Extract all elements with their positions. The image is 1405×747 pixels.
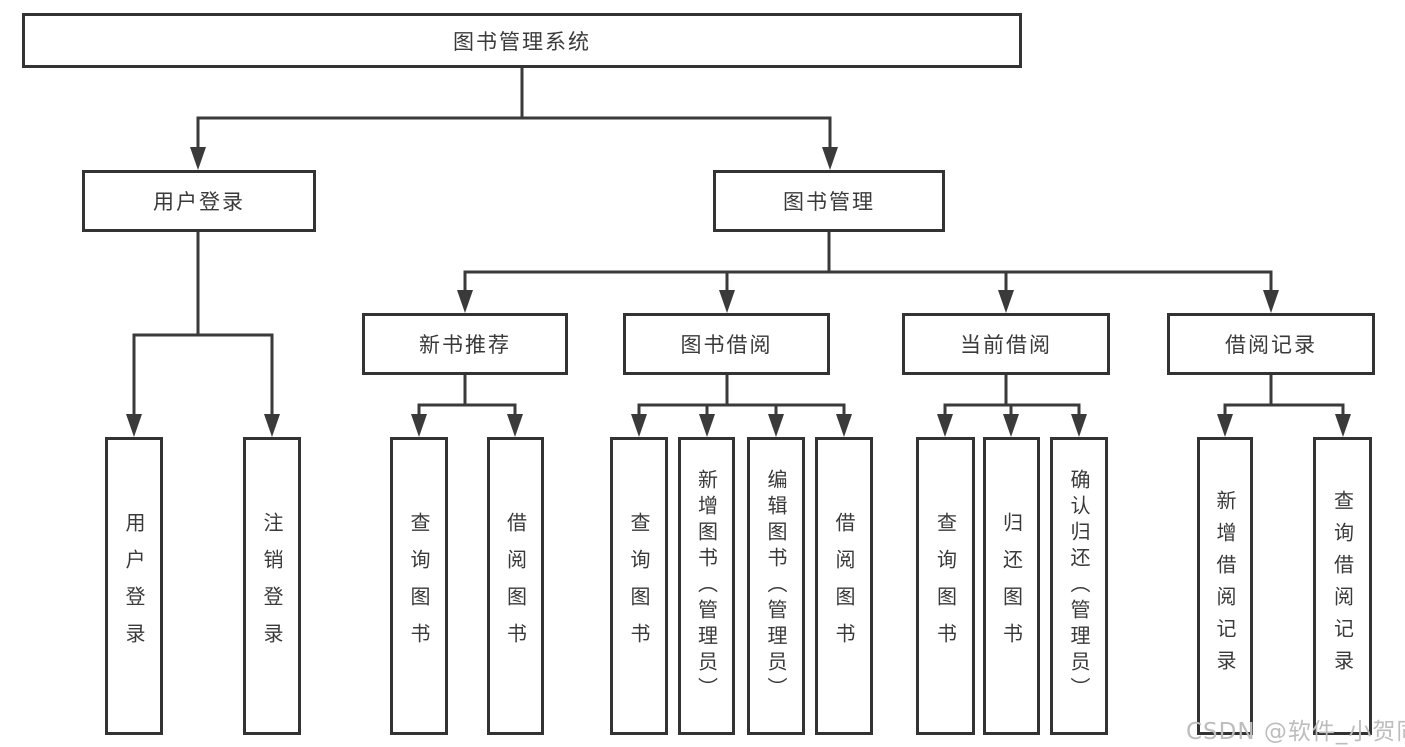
- leaf-query-book-current: 查询图书: [916, 437, 975, 735]
- leaf-borrow-book-label: 借阅图书: [832, 512, 856, 660]
- connector-borrowrecord-to-leaves: [1217, 375, 1351, 437]
- leaf-add-book-admin-label: 新增图书（管理员）: [694, 469, 719, 703]
- node-new-book-recommend-label: 新书推荐: [419, 333, 511, 357]
- leaf-query-book-current-label: 查询图书: [933, 512, 958, 660]
- leaf-user-login: 用户登录: [105, 437, 163, 735]
- leaf-query-book-recommend: 查询图书: [390, 437, 448, 735]
- leaf-borrow-book: 借阅图书: [815, 437, 873, 735]
- node-book-management: 图书管理: [713, 170, 945, 232]
- leaf-query-borrow-record: 查询借阅记录: [1313, 437, 1372, 735]
- connector-currentborrow-to-leaves: [937, 375, 1087, 437]
- leaf-borrow-book-recommend: 借阅图书: [487, 437, 544, 735]
- leaf-confirm-return-admin: 确认归还（管理员）: [1050, 437, 1108, 735]
- node-borrow-record: 借阅记录: [1167, 313, 1375, 375]
- leaf-logout: 注销登录: [243, 437, 301, 735]
- leaf-return-book: 归还图书: [983, 437, 1040, 735]
- connector-newbookrec-to-leaves: [411, 375, 523, 437]
- node-book-borrow-label: 图书借阅: [680, 333, 773, 357]
- connector-userlogin-to-leaves: [126, 232, 280, 437]
- leaf-edit-book-admin-label: 编辑图书（管理员）: [764, 469, 788, 703]
- node-book-management-label: 图书管理: [783, 190, 875, 214]
- connector-bookborrow-to-leaves: [631, 375, 852, 437]
- node-current-borrow: 当前借阅: [902, 313, 1110, 375]
- leaf-return-book-label: 归还图书: [999, 512, 1024, 660]
- node-root-label: 图书管理系统: [453, 29, 591, 54]
- connector-root-to-level2: [190, 68, 838, 170]
- leaf-user-login-label: 用户登录: [122, 512, 146, 660]
- node-borrow-record-label: 借阅记录: [1225, 333, 1317, 357]
- leaf-query-book-borrow: 查询图书: [610, 437, 668, 735]
- node-root: 图书管理系统: [22, 13, 1022, 68]
- leaf-edit-book-admin: 编辑图书（管理员）: [747, 437, 805, 735]
- leaf-add-borrow-record: 新增借阅记录: [1197, 437, 1253, 735]
- leaf-logout-label: 注销登录: [260, 512, 284, 660]
- leaf-query-borrow-record-label: 查询借阅记录: [1330, 490, 1355, 682]
- node-new-book-recommend: 新书推荐: [362, 313, 568, 375]
- leaf-query-book-recommend-label: 查询图书: [407, 512, 431, 660]
- node-book-borrow: 图书借阅: [623, 313, 830, 375]
- leaf-borrow-book-recommend-label: 借阅图书: [503, 512, 528, 660]
- leaf-add-book-admin: 新增图书（管理员）: [678, 437, 735, 735]
- node-user-login-label: 用户登录: [153, 190, 245, 214]
- node-user-login: 用户登录: [82, 170, 316, 232]
- node-current-borrow-label: 当前借阅: [960, 333, 1052, 357]
- leaf-confirm-return-admin-label: 确认归还（管理员）: [1067, 469, 1091, 703]
- watermark: CSDN @软件_小贺同学: [1186, 719, 1405, 745]
- leaf-add-borrow-record-label: 新增借阅记录: [1213, 490, 1237, 682]
- connector-bookmgmt-to-level3: [457, 232, 1279, 313]
- leaf-query-book-borrow-label: 查询图书: [627, 512, 651, 660]
